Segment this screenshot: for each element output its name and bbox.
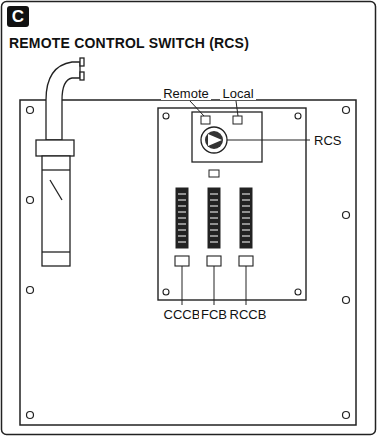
- switch-label: RCS: [312, 134, 343, 147]
- breaker-label: CCCB: [162, 308, 203, 321]
- badge-letter: C: [12, 8, 24, 25]
- breaker-label: RCCB: [228, 308, 269, 321]
- indicator-label: Remote: [161, 87, 211, 100]
- indicator-label: Local: [220, 87, 255, 100]
- diagram-title: REMOTE CONTROL SWITCH (RCS): [9, 36, 249, 50]
- section-badge: C: [7, 6, 29, 27]
- breaker-label: FCB: [199, 308, 229, 321]
